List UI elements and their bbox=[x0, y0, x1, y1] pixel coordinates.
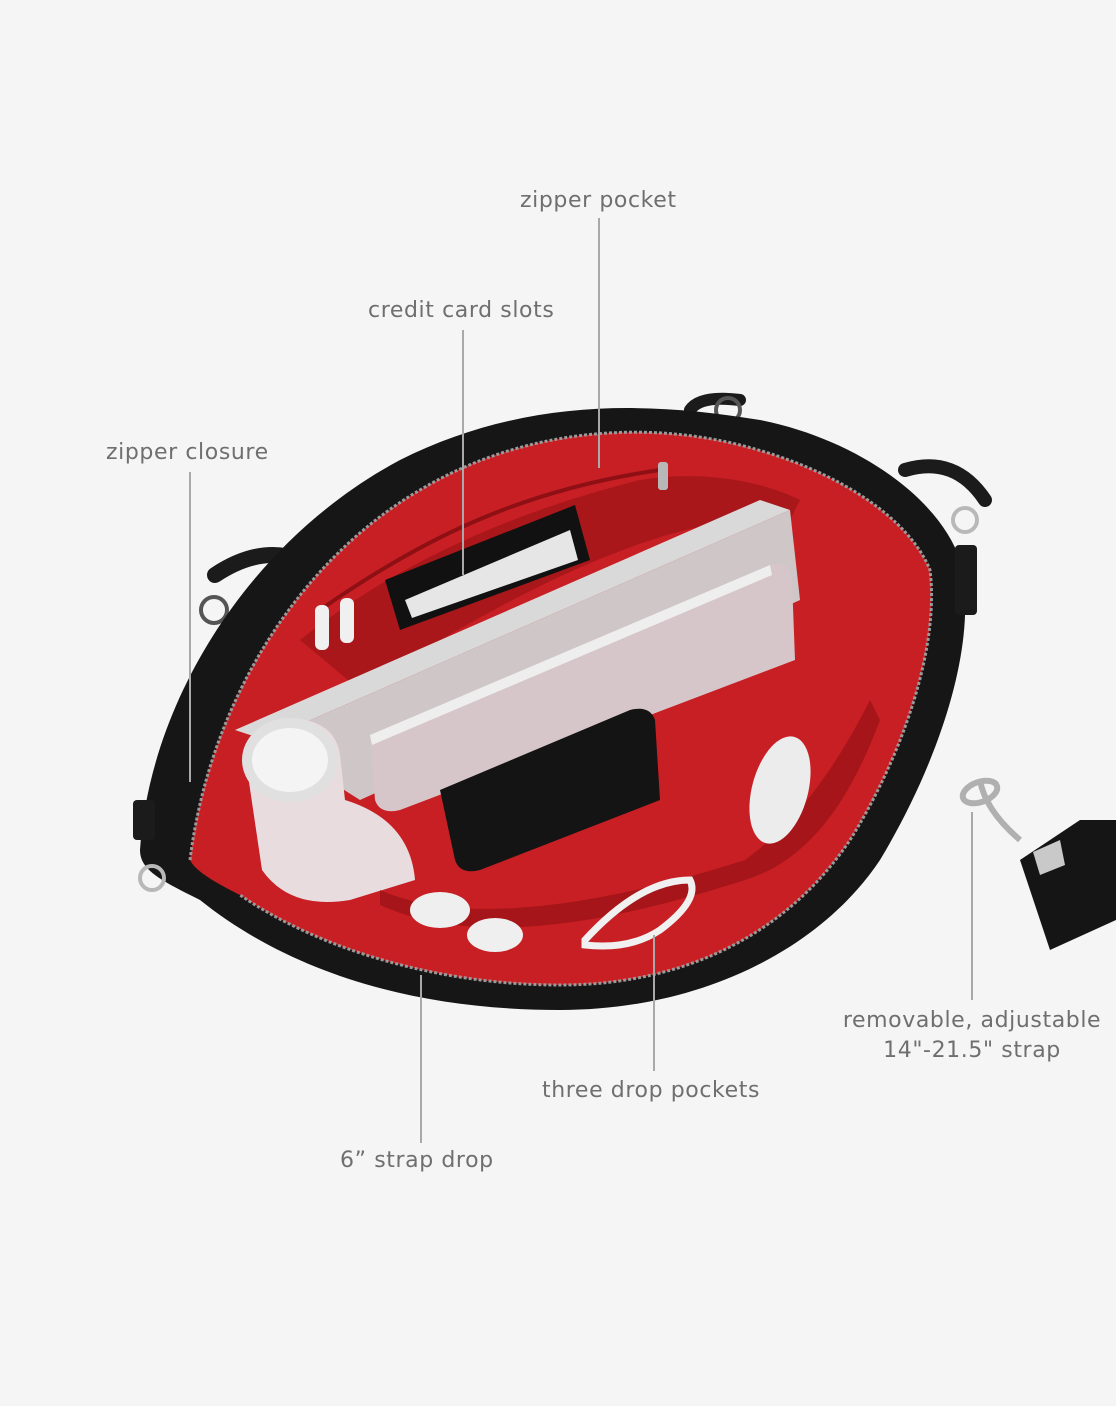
label-credit-card-slots: credit card slots bbox=[368, 298, 555, 323]
label-removable-strap-line2: 14"-21.5" strap bbox=[883, 1038, 1061, 1063]
zipper-edge bbox=[188, 430, 934, 987]
label-removable-strap: removable, adjustable 14"-21.5" strap bbox=[832, 1006, 1112, 1066]
notebook bbox=[370, 564, 795, 812]
left-ring bbox=[199, 595, 229, 625]
credit-card bbox=[405, 530, 578, 618]
drop-pockets bbox=[380, 700, 880, 928]
detachable-strap bbox=[1020, 820, 1116, 950]
zipper-pull bbox=[658, 462, 668, 490]
pen-2 bbox=[340, 598, 354, 643]
leader-removable-strap bbox=[971, 812, 973, 1000]
label-strap-drop: 6” strap drop bbox=[340, 1148, 494, 1173]
wallet bbox=[440, 708, 660, 872]
label-zipper-pocket: zipper pocket bbox=[520, 188, 677, 213]
zipper-head-left bbox=[133, 800, 155, 840]
strap-buckle bbox=[1033, 840, 1065, 875]
zipper-pocket-seam bbox=[318, 468, 661, 612]
mouse bbox=[749, 736, 811, 844]
label-removable-strap-line1: removable, adjustable bbox=[842, 1008, 1102, 1033]
leader-strap-drop bbox=[420, 975, 422, 1143]
zipper-head-right bbox=[955, 545, 977, 615]
sunglasses bbox=[581, 876, 696, 950]
label-three-drop-pockets: three drop pockets bbox=[542, 1078, 761, 1103]
right-shoulder-strap bbox=[898, 459, 992, 507]
leader-credit-card-slots bbox=[462, 330, 464, 575]
pen-1 bbox=[315, 605, 329, 650]
leader-zipper-closure bbox=[189, 472, 191, 782]
laptop-edge bbox=[235, 500, 790, 740]
leader-zipper-pocket bbox=[598, 218, 600, 468]
leader-three-drop-pockets bbox=[653, 935, 655, 1071]
swivel-clasp bbox=[977, 779, 1022, 843]
label-zipper-closure: zipper closure bbox=[106, 440, 269, 465]
